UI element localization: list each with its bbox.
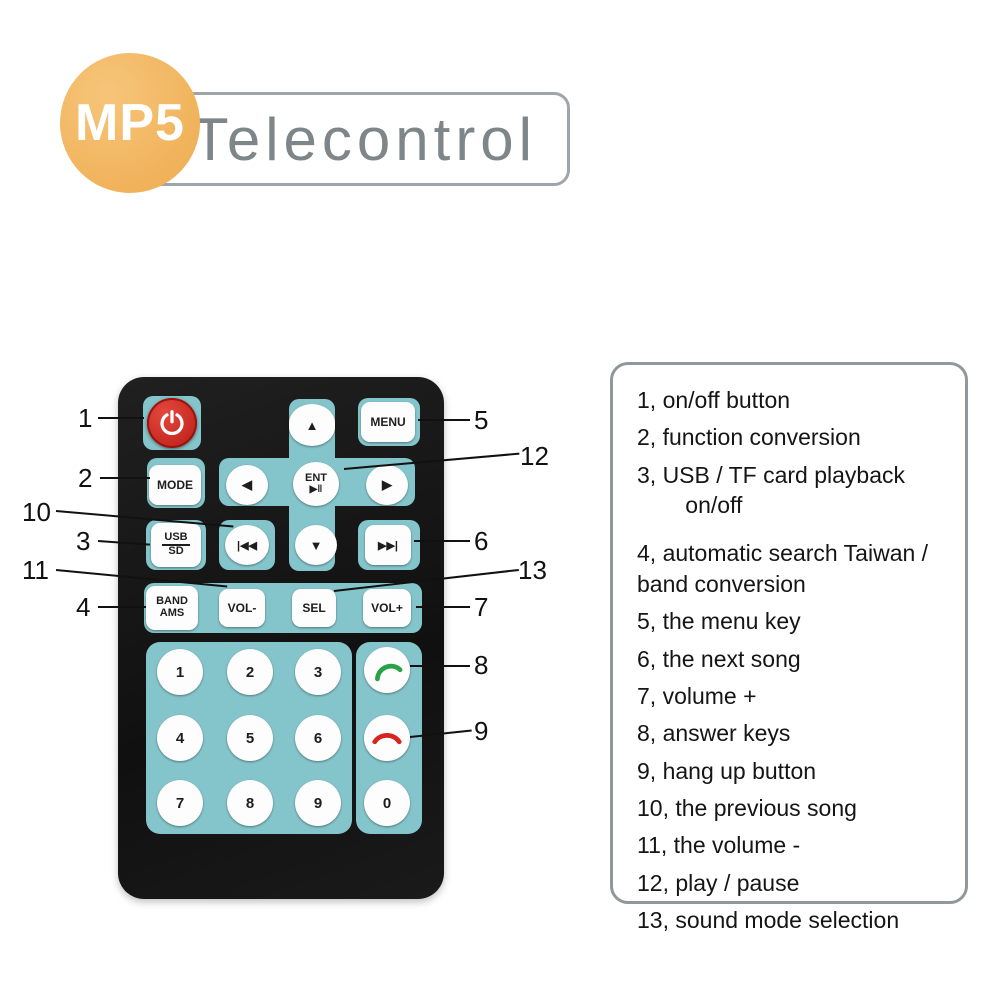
left-button: ◀	[226, 465, 268, 505]
down-button: ▼	[295, 525, 337, 565]
callout-line-6	[414, 540, 470, 542]
ams-label: AMS	[159, 607, 185, 619]
digit-3-button: 3	[295, 649, 341, 695]
digit-2-button: 2	[227, 649, 273, 695]
legend-item-6: 6, the next song	[637, 645, 801, 672]
callout-line-5	[418, 419, 470, 421]
band-label: BAND	[156, 595, 188, 608]
digit-8-button: 8	[227, 780, 273, 826]
callout-7: 7	[474, 592, 489, 622]
power-icon	[157, 408, 187, 438]
digit-1-button: 1	[157, 649, 203, 695]
legend-item-5: 5, the menu key	[637, 608, 801, 635]
legend-item-7: 7, volume +	[637, 682, 757, 709]
callout-6: 6	[474, 526, 489, 556]
legend-item-1: 1, on/off button	[637, 387, 791, 413]
legend-item-10: 10, the previous song	[637, 794, 857, 821]
callout-1: 1	[78, 403, 93, 433]
answer-button	[364, 647, 410, 693]
callout-10: 10	[22, 497, 51, 527]
next-song-button: ▶▶|	[365, 525, 411, 565]
band-ams-button: BAND AMS	[146, 586, 198, 630]
digit-4-button: 4	[157, 715, 203, 761]
up-button: ▲	[289, 404, 335, 446]
callout-9: 9	[474, 716, 489, 746]
phone-answer-icon	[371, 659, 403, 682]
callout-line-8	[410, 665, 470, 667]
callout-line-4	[98, 606, 146, 608]
legend-item-11: 11, the volume -	[637, 832, 801, 859]
previous-song-button: |◀◀	[225, 525, 269, 565]
callout-8: 8	[474, 650, 489, 680]
sd-label: SD	[168, 545, 184, 557]
title-frame: Telecontrol	[108, 92, 570, 186]
hangup-button	[364, 715, 410, 761]
power-button	[147, 398, 197, 448]
mp5-badge-label: MP5	[75, 94, 185, 152]
legend-box: 1, on/off button 2, function conversion …	[610, 362, 968, 933]
callout-line-2	[100, 477, 150, 479]
remote-control: ▲ MENU MODE ◀ ENT ▶‖ ▶ USB SD |◀◀ ▼ ▶▶| …	[118, 377, 444, 899]
mode-button: MODE	[149, 465, 201, 505]
callout-line-7	[416, 606, 470, 608]
digit-0-button: 0	[364, 780, 410, 826]
legend-item-4: 4, automatic search Taiwan / band conver…	[637, 540, 929, 597]
callout-4: 4	[76, 592, 91, 622]
mp5-badge: MP5	[60, 53, 200, 193]
play-pause-icon: ▶‖	[309, 483, 323, 495]
usb-sd-button: USB SD	[151, 523, 201, 567]
usb-label: USB	[162, 532, 190, 546]
ent-play-pause-button: ENT ▶‖	[293, 462, 339, 506]
legend-item-8: 8, answer keys	[637, 720, 791, 747]
digit-9-button: 9	[295, 780, 341, 826]
ent-label: ENT	[305, 471, 327, 484]
legend-item-3: 3, USB / TF card playback on/off	[637, 461, 906, 519]
digit-7-button: 7	[157, 780, 203, 826]
volume-minus-button: VOL-	[219, 589, 265, 627]
legend-item-12: 12, play / pause	[637, 869, 800, 896]
sel-button: SEL	[292, 589, 336, 627]
legend-item-2: 2, function conversion	[637, 424, 861, 451]
page-title: Telecontrol	[191, 105, 537, 173]
callout-11: 11	[22, 555, 49, 585]
digit-6-button: 6	[295, 715, 341, 761]
legend-item-13: 13, sound mode selection	[637, 907, 900, 934]
callout-2: 2	[78, 463, 93, 493]
digit-5-button: 5	[227, 715, 273, 761]
volume-plus-button: VOL+	[363, 589, 411, 627]
legend-item-9: 9, hang up button	[637, 757, 817, 784]
right-button: ▶	[366, 465, 408, 505]
callout-line-1	[98, 417, 144, 419]
callout-5: 5	[474, 405, 489, 435]
callout-3: 3	[76, 526, 91, 556]
phone-hangup-icon	[371, 728, 403, 748]
callout-13: 13	[518, 555, 547, 585]
callout-12: 12	[520, 441, 549, 471]
menu-button: MENU	[361, 402, 415, 442]
